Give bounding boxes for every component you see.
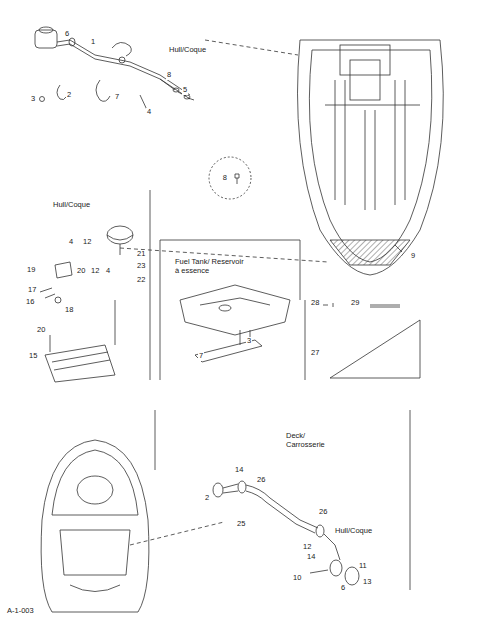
callout-number: 5	[182, 86, 188, 95]
divider	[410, 410, 411, 590]
fuel-tank-panel	[160, 240, 300, 380]
callout-number: 26	[318, 508, 328, 517]
callout-number: 23	[136, 262, 146, 271]
callout-number: 10	[292, 574, 302, 583]
hose-assembly	[35, 27, 194, 112]
callout-number: 8	[223, 174, 227, 183]
drain-assembly	[40, 226, 133, 382]
callout-number: 14	[234, 466, 244, 475]
callout-number: 4	[146, 108, 152, 117]
callout-number: 16	[25, 298, 35, 307]
callout-number: 12	[90, 267, 100, 276]
callout-number: 20	[76, 267, 86, 276]
callout-number: 27	[310, 349, 320, 358]
callout-number: 6	[64, 30, 70, 39]
part-label: Hull/Coque	[52, 201, 91, 210]
callout-number: 8	[166, 71, 172, 80]
leader-line	[130, 522, 224, 545]
part-label: A-1-003	[6, 607, 35, 616]
callout-number: 9	[410, 252, 416, 261]
circle-outline	[208, 156, 252, 200]
detail-circle: 8	[208, 156, 252, 200]
callout-number: 21	[136, 250, 146, 259]
deck-outline	[41, 440, 149, 612]
hull-outline	[298, 40, 444, 275]
leader-line	[205, 40, 298, 55]
divider	[150, 190, 151, 380]
strip-panel	[305, 300, 420, 380]
callout-number: 6	[340, 584, 346, 593]
callout-number: 11	[358, 562, 368, 571]
callout-number: 3	[246, 337, 252, 346]
callout-number: 2	[204, 494, 210, 503]
part-label: Fuel Tank/ Reservoir à essence	[174, 258, 246, 275]
callout-number: 13	[362, 578, 372, 587]
callout-number: 12	[302, 543, 312, 552]
callout-number: 26	[256, 476, 266, 485]
callout-number: 20	[36, 326, 46, 335]
callout-number: 18	[64, 306, 74, 315]
callout-number: 25	[236, 520, 246, 529]
callout-number: 3	[30, 95, 36, 104]
callout-number: 22	[136, 276, 146, 285]
part-label: Deck/ Carrosserie	[285, 432, 332, 449]
divider	[155, 410, 156, 470]
callout-number: 7	[198, 352, 204, 361]
part-label: Hull/Coque	[334, 527, 373, 536]
callout-number: 15	[28, 352, 38, 361]
callout-number: 17	[27, 286, 37, 295]
callout-number: 1	[90, 38, 96, 47]
callout-number: 4	[68, 238, 74, 247]
callout-number: 12	[82, 238, 92, 247]
callout-number: 29	[350, 299, 360, 308]
callout-number: 7	[114, 93, 120, 102]
part-label: Hull/Coque	[168, 46, 207, 55]
callout-number: 28	[310, 299, 320, 308]
callout-number: 4	[105, 267, 111, 276]
callout-number: 19	[26, 266, 36, 275]
callout-number: 14	[306, 553, 316, 562]
callout-number: 2	[66, 91, 72, 100]
